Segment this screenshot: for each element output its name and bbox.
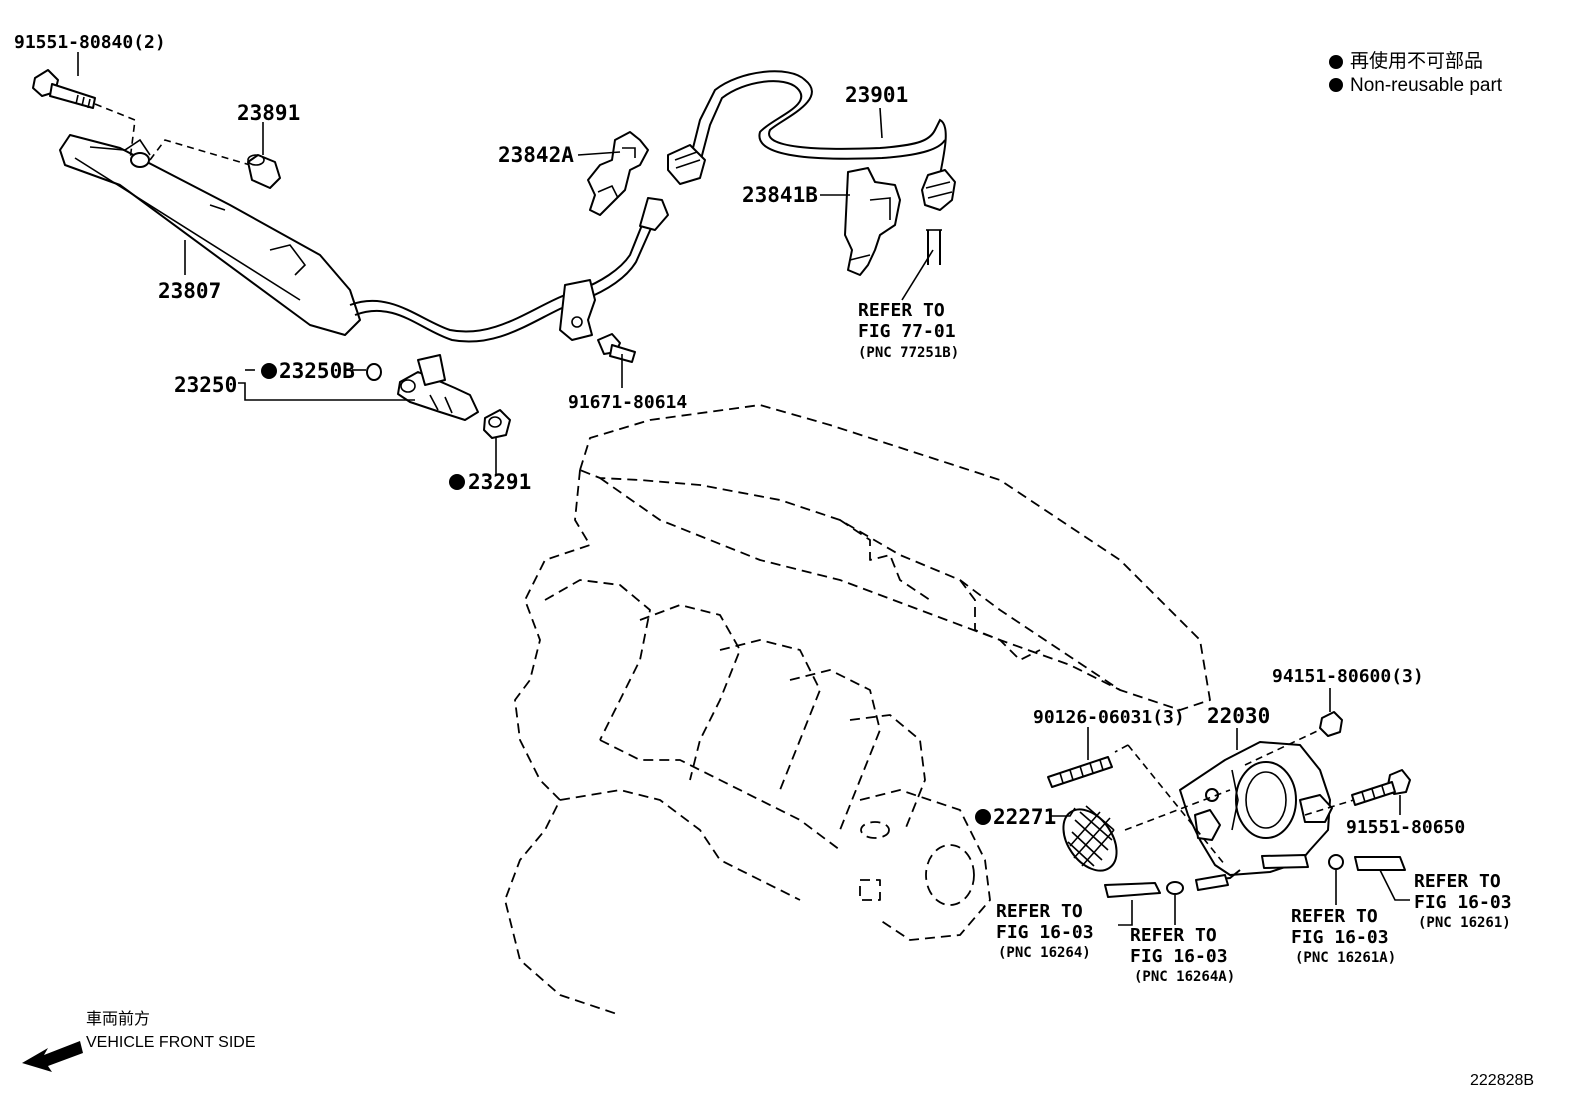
label-90126-06031: 90126-06031(3): [1033, 707, 1185, 728]
refer-16261-line2: FIG 16-03: [1414, 892, 1512, 913]
footer: 車両前方 VEHICLE FRONT SIDE 222828B: [86, 1010, 1534, 1089]
dot-23291: [449, 474, 465, 490]
spacer-23891: [247, 154, 281, 189]
fuel-hose-23901: [667, 70, 956, 211]
label-23250: 23250: [174, 373, 237, 397]
gasket-22271: [1062, 805, 1118, 872]
label-22271: 22271: [993, 805, 1056, 829]
legend-jp: 再使用不可部品: [1350, 50, 1483, 72]
label-23250B: 23250B: [279, 359, 355, 383]
label-91671-80614: 91671-80614: [568, 392, 687, 413]
label-23841B: 23841B: [742, 183, 818, 207]
fuel-delivery-pipe: [59, 134, 361, 336]
leader-lines: [77, 52, 1410, 926]
label-23291: 23291: [468, 470, 531, 494]
label-22030: 22030: [1207, 704, 1270, 728]
legend-dot-2: [1329, 78, 1343, 92]
throttle-hoses: [1104, 854, 1406, 898]
dashed-stud-line-2: [1114, 744, 1129, 753]
refer-16264A-line3: (PNC 16264A): [1134, 969, 1235, 985]
insulator-23291: [483, 409, 511, 439]
label-94151-80600: 94151-80600(3): [1272, 666, 1424, 687]
part-labels: 91551-80840(2) 23891 23807 23842A 23901 …: [14, 32, 1465, 838]
leader-dashed-bolt: [94, 103, 136, 161]
refer-16264A-line1: REFER TO: [1130, 925, 1217, 946]
engine-outline: [504, 404, 1211, 1016]
legend-dot-1: [1329, 55, 1343, 69]
non-reusable-markers: [261, 55, 1343, 825]
pipe-stub-77: [927, 230, 941, 265]
nut-94151-80600: [1319, 711, 1343, 737]
throttle-body-22030: [1179, 741, 1333, 889]
clamp-23842A: [587, 131, 649, 216]
refer-16261A-line1: REFER TO: [1291, 906, 1378, 927]
label-23891: 23891: [237, 101, 300, 125]
refer-77-line3: (PNC 77251B): [858, 345, 959, 361]
refer-16261A-line3: (PNC 16261A): [1295, 950, 1396, 966]
label-91551-80840: 91551-80840(2): [14, 32, 166, 53]
bolt-91551-80650: [1351, 769, 1411, 806]
refer-labels: REFER TO FIG 77-01 (PNC 77251B) REFER TO…: [858, 300, 1512, 985]
refer-16261-line3: (PNC 16261): [1418, 915, 1511, 931]
front-label-en: VEHICLE FRONT SIDE: [86, 1034, 256, 1051]
label-23807: 23807: [158, 279, 221, 303]
label-23901: 23901: [845, 83, 908, 107]
dot-23250B: [261, 363, 277, 379]
dot-22271: [975, 809, 991, 825]
leader-dashed-23891: [149, 139, 251, 166]
fuel-pipe-tube: [349, 197, 669, 343]
injector-23250: [397, 354, 479, 421]
o-ring-23250B: [366, 363, 382, 381]
refer-16261-line1: REFER TO: [1414, 871, 1501, 892]
front-label-jp: 車両前方: [86, 1010, 150, 1028]
bolt-91551-80840: [32, 69, 96, 109]
label-23842A: 23842A: [498, 143, 574, 167]
legend: 再使用不可部品 Non-reusable part: [1350, 50, 1503, 96]
refer-77-line2: FIG 77-01: [858, 321, 956, 342]
clamp-23841B: [844, 167, 901, 276]
legend-en: Non-reusable part: [1350, 75, 1503, 96]
bolt-91671-80614: [597, 333, 636, 363]
refer-16264A-line2: FIG 16-03: [1130, 946, 1228, 967]
refer-77-line1: REFER TO: [858, 300, 945, 321]
dashed-stud-line: [1127, 744, 1226, 866]
vehicle-front-arrow-icon: [22, 1041, 83, 1072]
stud-90126-06031: [1047, 756, 1113, 788]
dashed-nut-line: [1244, 724, 1331, 766]
label-91551-80650: 91551-80650: [1346, 817, 1465, 838]
dashed-gasket-line: [1124, 789, 1231, 831]
illustration-code: 222828B: [1470, 1072, 1534, 1089]
refer-16261A-line2: FIG 16-03: [1291, 927, 1389, 948]
refer-16264-line1: REFER TO: [996, 901, 1083, 922]
refer-16264-line3: (PNC 16264): [998, 945, 1091, 961]
refer-16264-line2: FIG 16-03: [996, 922, 1094, 943]
